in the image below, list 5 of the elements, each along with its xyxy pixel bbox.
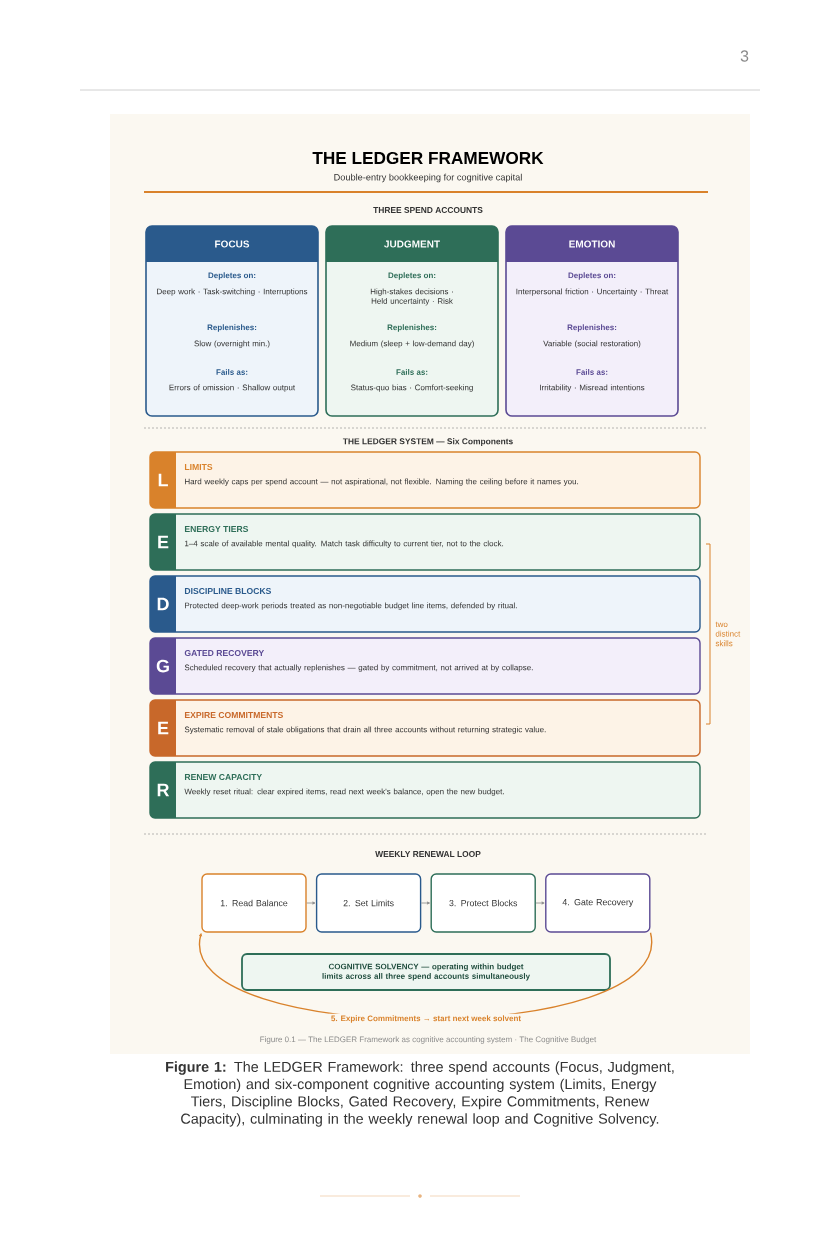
- page-number: 3: [740, 50, 749, 62]
- title: THE LEDGER FRAMEWORK: [312, 151, 544, 165]
- arrow: [306, 901, 316, 905]
- arrow: [535, 901, 545, 905]
- arrow: [420, 901, 430, 905]
